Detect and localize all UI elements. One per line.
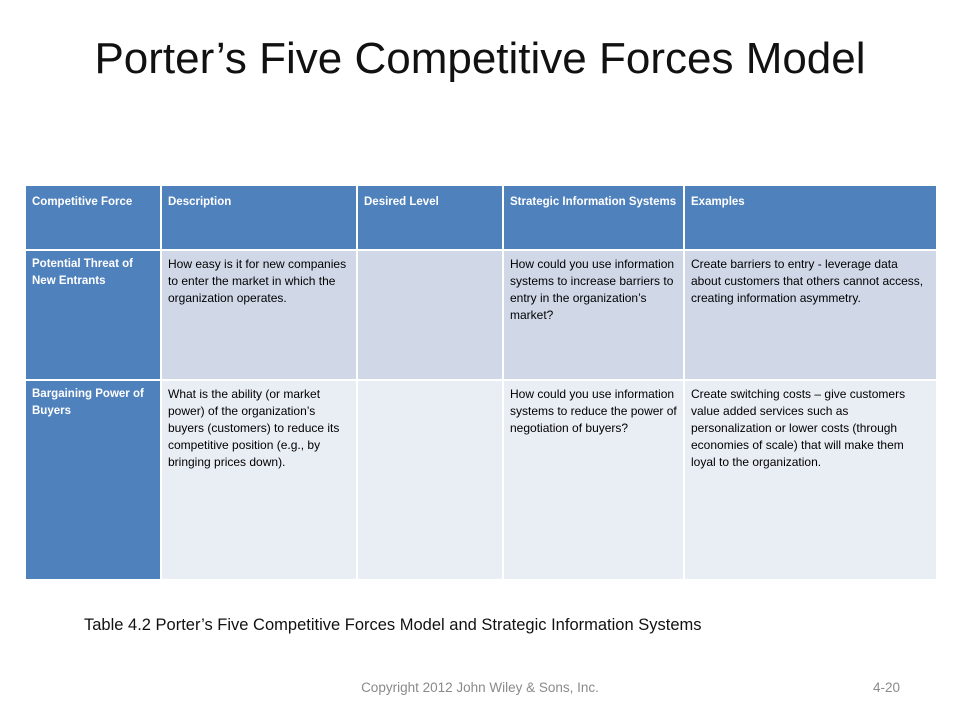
row-force-label: Bargaining Power of Buyers: [24, 379, 162, 581]
table-row: Bargaining Power of Buyers What is the a…: [24, 379, 938, 581]
header-examples: Examples: [683, 184, 938, 251]
row-description: What is the ability (or market power) of…: [160, 379, 358, 581]
footer-copyright: Copyright 2012 John Wiley & Sons, Inc.: [361, 680, 599, 695]
row-force-label: Potential Threat of New Entrants: [24, 249, 162, 381]
row-description: How easy is it for new companies to ente…: [160, 249, 358, 381]
row-examples: Create switching costs – give customers …: [683, 379, 938, 581]
table-row: Potential Threat of New Entrants How eas…: [24, 249, 938, 381]
header-strategic-is: Strategic Information Systems: [502, 184, 685, 251]
header-competitive-force: Competitive Force: [24, 184, 162, 251]
header-desired-level: Desired Level: [356, 184, 504, 251]
forces-table: Competitive Force Description Desired Le…: [24, 184, 938, 581]
header-description: Description: [160, 184, 358, 251]
row-strategic-is: How could you use information systems to…: [502, 249, 685, 381]
row-strategic-is: How could you use information systems to…: [502, 379, 685, 581]
footer-page-number: 4-20: [872, 680, 900, 695]
row-desired-level: [356, 379, 504, 581]
table-caption: Table 4.2 Porter’s Five Competitive Forc…: [84, 616, 702, 634]
row-desired-level: [356, 249, 504, 381]
row-examples: Create barriers to entry - leverage data…: [683, 249, 938, 381]
slide-title: Porter’s Five Competitive Forces Model: [94, 34, 866, 83]
table-header-row: Competitive Force Description Desired Le…: [24, 184, 938, 251]
